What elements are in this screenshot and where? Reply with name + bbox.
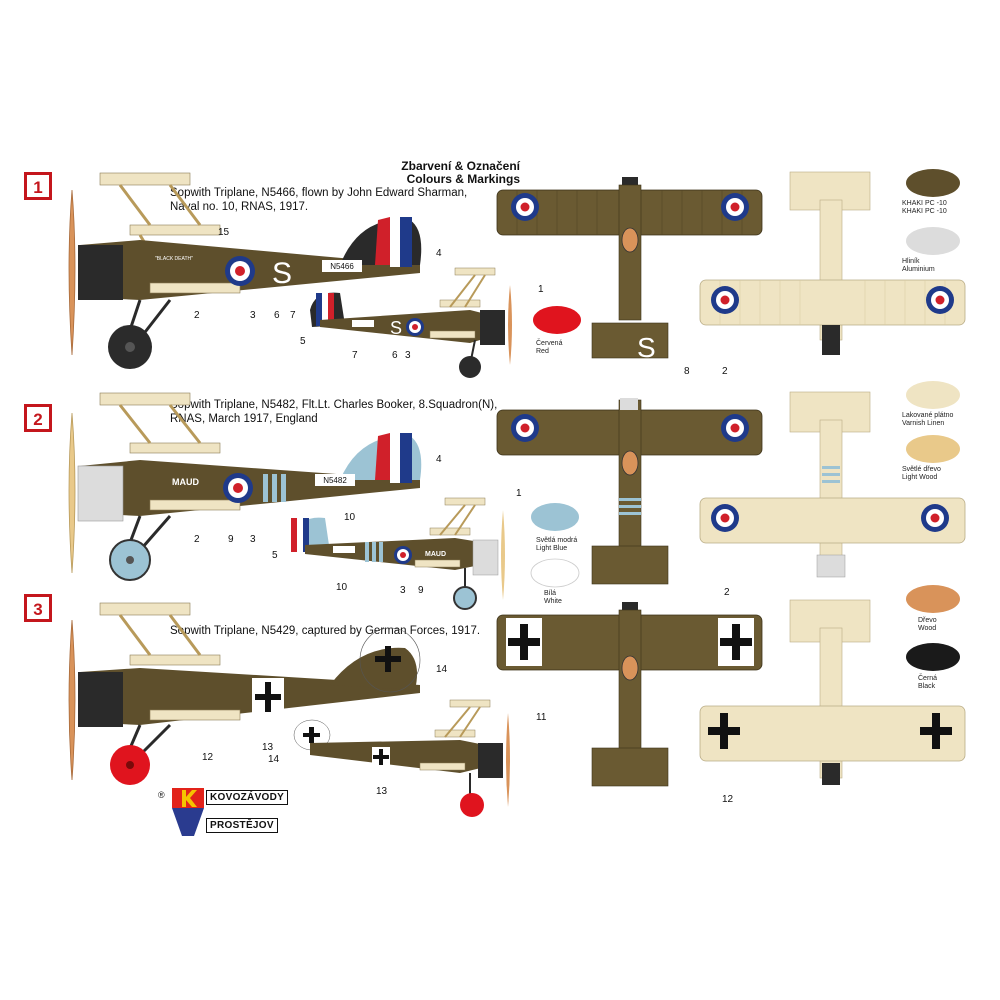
callout-v2-3b: 3 <box>400 585 406 596</box>
callout-v2-1: 1 <box>516 488 522 499</box>
swatch-red <box>533 306 581 334</box>
callout-v2-9b: 9 <box>418 585 424 596</box>
variant-3-bottom-view <box>699 599 966 785</box>
callout-v2-5: 5 <box>272 550 278 561</box>
swatch-black <box>906 643 960 671</box>
callout-7b: 7 <box>352 350 358 361</box>
variant-1-side-view-large: S N5466 "BLACK DEATH" <box>68 172 422 369</box>
callout-v2-9: 9 <box>228 534 234 545</box>
caption-1-line2: Naval no. 10, RNAS, 1917. <box>170 201 309 213</box>
variant-badge-2: 2 <box>24 404 52 432</box>
kovozavody-logo: ® KOVOZÁVODY PROSTĚJOV <box>158 788 293 836</box>
nickname-maud: MAUD <box>172 477 199 487</box>
caption-2-line1: Sopwith Triplane, N5482, Flt.Lt. Charles… <box>170 399 498 411</box>
variant-1-top-view: S <box>496 177 763 363</box>
variant-2-side-view-small: MAUD <box>291 497 505 610</box>
callout-1: 1 <box>538 284 544 295</box>
nickname-black-death: "BLACK DEATH" <box>155 256 193 262</box>
callout-v3-11: 11 <box>536 712 547 723</box>
caption-variant-1: Sopwith Triplane, N5466, flown by John E… <box>170 186 490 214</box>
caption-3-line1: Sopwith Triplane, N5429, captured by Ger… <box>170 625 481 637</box>
swatch-varnish-linen <box>906 381 960 409</box>
callout-3: 3 <box>250 310 256 321</box>
caption-variant-2: Sopwith Triplane, N5482, Flt.Lt. Charles… <box>170 398 500 426</box>
callout-2-bottom: 2 <box>722 366 728 377</box>
callout-v3-13b: 13 <box>376 786 388 797</box>
callout-v2-4: 4 <box>436 454 442 465</box>
nickname-maud-small: MAUD <box>425 551 446 558</box>
callout-v3-12-bottom: 12 <box>722 794 734 805</box>
swatch-aluminium <box>906 227 960 255</box>
logo-line2: PROSTĚJOV <box>206 818 278 833</box>
registered-mark: ® <box>158 790 165 800</box>
code-letter-s: S <box>272 257 292 290</box>
variant-3-top-view <box>496 602 763 787</box>
callout-v3-14: 14 <box>436 664 448 675</box>
swatch-white <box>530 558 580 588</box>
callout-v2-10: 10 <box>344 512 356 523</box>
callout-v2-10b: 10 <box>336 582 348 593</box>
variant-1-side-view-small: S <box>310 267 512 378</box>
serial-n5466: N5466 <box>330 262 354 271</box>
variant-2-side-view-large: MAUD N5482 <box>68 392 422 581</box>
callout-v2-3: 3 <box>250 534 256 545</box>
variant-badge-3: 3 <box>24 594 52 622</box>
svg-text:1: 1 <box>33 178 42 197</box>
callout-2: 2 <box>194 310 200 321</box>
top-code-s: S <box>637 332 656 363</box>
variant-3-side-view-large <box>68 602 421 785</box>
callout-v3-13: 13 <box>262 742 274 753</box>
callout-15: 15 <box>218 227 230 238</box>
callout-v2-2: 2 <box>194 534 200 545</box>
svg-text:2: 2 <box>33 410 42 429</box>
markings-header: Zbarvení & Označení Colours & Markings <box>380 160 520 186</box>
swatch-wood <box>906 585 960 613</box>
header-title-en: Colours & Markings <box>406 172 520 186</box>
variant-3-side-view-small <box>293 699 510 817</box>
variant-2-bottom-view <box>699 391 966 578</box>
caption-variant-3: Sopwith Triplane, N5429, captured by Ger… <box>170 624 500 638</box>
callout-7: 7 <box>290 310 296 321</box>
callout-v2-2-bottom: 2 <box>724 587 730 598</box>
serial-n5482: N5482 <box>323 476 347 485</box>
swatch-khaki <box>906 169 960 197</box>
callout-v3-12: 12 <box>202 752 214 763</box>
callout-6b: 6 <box>392 350 398 361</box>
variant-2-top-view <box>496 398 763 585</box>
header-title-cz: Zbarvení & Označení <box>401 159 520 173</box>
logo-line1: KOVOZÁVODY <box>206 790 289 805</box>
swatch-light-wood <box>906 435 960 463</box>
caption-2-line2: RNAS, March 1917, England <box>170 413 318 425</box>
callout-v3-14b: 14 <box>268 754 280 765</box>
callout-3b: 3 <box>405 350 411 361</box>
swatch-light-blue <box>531 503 579 531</box>
callout-5: 5 <box>300 336 306 347</box>
variant-badge-1: 1 <box>24 172 52 200</box>
variant-1-bottom-view <box>699 171 966 355</box>
k-logo-icon <box>172 788 204 836</box>
svg-text:3: 3 <box>33 600 42 619</box>
caption-1-line1: Sopwith Triplane, N5466, flown by John E… <box>170 187 468 199</box>
callout-6: 6 <box>274 310 280 321</box>
callout-8: 8 <box>684 366 690 377</box>
callout-4: 4 <box>436 248 442 259</box>
code-letter-s-small: S <box>390 318 402 338</box>
